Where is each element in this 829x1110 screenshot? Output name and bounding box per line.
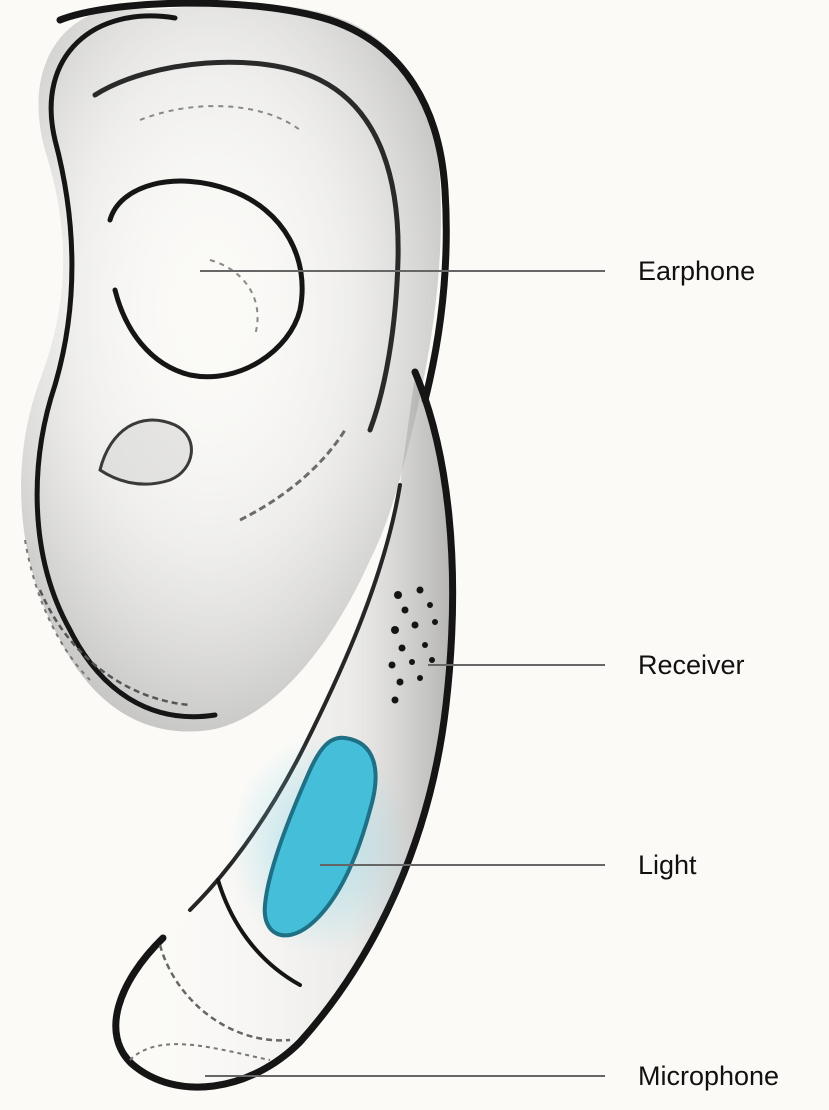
label-earphone: Earphone bbox=[638, 258, 755, 285]
label-microphone: Microphone bbox=[638, 1063, 779, 1090]
label-receiver: Receiver bbox=[638, 652, 745, 679]
label-light: Light bbox=[638, 852, 697, 879]
led-light-icon bbox=[230, 735, 410, 955]
